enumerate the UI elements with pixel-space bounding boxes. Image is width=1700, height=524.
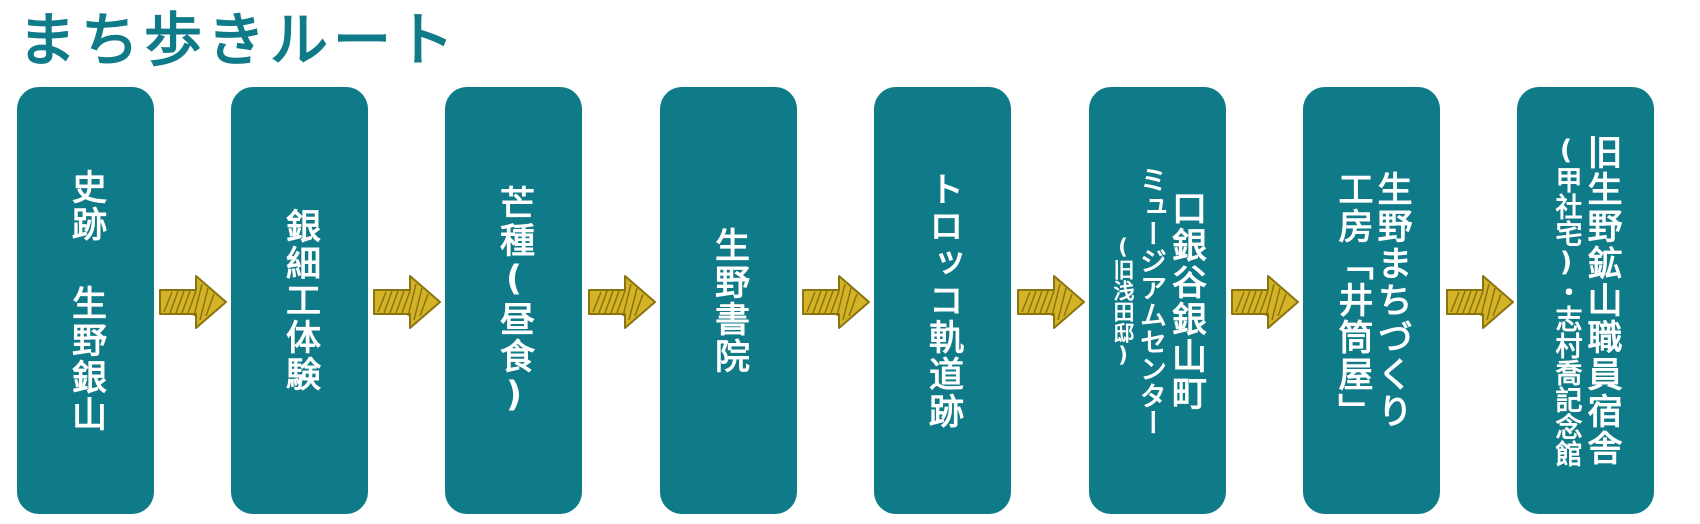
route-stop-2: 銀細工体験: [231, 87, 368, 514]
arrow-right-icon: [159, 275, 227, 329]
route-stop-6: 口銀谷銀山町 ミュージアムセンター (旧浅田邸): [1089, 87, 1226, 514]
stop-label-line-3: (旧浅田邸): [1111, 234, 1135, 367]
arrow-right-icon: [373, 275, 441, 329]
stop-label-line-1: 旧生野鉱山職員宿舎: [1581, 134, 1622, 467]
stop-label-line-1: 口銀谷銀山町: [1166, 189, 1206, 412]
stop-label-line-2: ミュージアムセンター: [1135, 165, 1166, 436]
route-stop-4: 生野書院: [660, 87, 797, 514]
arrow-right-icon: [1017, 275, 1085, 329]
stop-label-line-1: 生野まちづくり: [1371, 171, 1412, 430]
arrow-right-icon: [1231, 275, 1299, 329]
stop-label: トロッコ軌道跡: [923, 171, 963, 430]
arrow-right-icon: [802, 275, 870, 329]
stop-label: 史跡 生野銀山: [66, 168, 106, 433]
route-stop-1: 史跡 生野銀山: [17, 87, 154, 514]
stop-label: 生野書院: [709, 226, 749, 375]
arrow-right-icon: [588, 275, 656, 329]
stop-label: 銀細工体験: [280, 208, 320, 393]
route-stop-7: 生野まちづくり 工房「井筒屋」: [1303, 87, 1440, 514]
route-stop-5: トロッコ軌道跡: [874, 87, 1011, 514]
route-stop-3: 芒種(昼食): [445, 87, 582, 514]
stop-label: 芒種(昼食): [494, 184, 534, 417]
page-title: まち歩きルート: [18, 6, 460, 74]
stop-label-line-2: 工房「井筒屋」: [1332, 171, 1373, 430]
arrow-right-icon: [1446, 275, 1514, 329]
route-stop-8: 旧生野鉱山職員宿舎 (甲社宅)・志村喬記念館: [1517, 87, 1654, 514]
stop-label-line-2: (甲社宅)・志村喬記念館: [1550, 134, 1582, 467]
